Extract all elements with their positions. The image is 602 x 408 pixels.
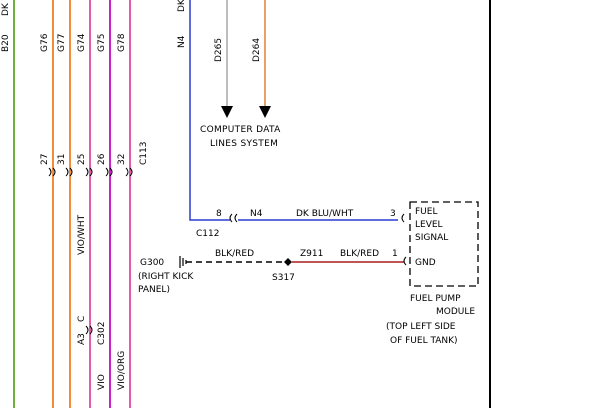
signal-circuit-label: N4 — [250, 209, 263, 219]
module-signal-chevron — [401, 213, 405, 223]
label-g75: G75 — [97, 34, 107, 52]
label-dk-left: DK — [1, 2, 11, 16]
label-g77: G77 — [57, 34, 67, 52]
ground-color-left: BLK/RED — [215, 249, 254, 259]
label-n4-vertical: N4 — [177, 35, 187, 48]
splice-s317 — [284, 258, 292, 266]
connector-c112-chevrons — [229, 213, 238, 223]
computer-data-label-1: COMPUTER DATA — [200, 125, 281, 135]
module-location-2: OF FUEL TANK) — [390, 336, 458, 346]
ground-color-right: BLK/RED — [340, 249, 379, 259]
module-location-1: (TOP LEFT SIDE — [386, 322, 456, 332]
pin-32: 32 — [117, 154, 127, 165]
module-pin-fuel: FUEL — [415, 207, 437, 217]
ground-circuit-label: Z911 — [300, 249, 323, 259]
module-pin-level: LEVEL — [415, 220, 443, 230]
label-g76: G76 — [40, 33, 50, 52]
pin-26: 26 — [97, 153, 107, 165]
ground-location-2: PANEL) — [138, 285, 170, 295]
connector-c113: 27 31 25 26 32 C113 — [40, 142, 149, 177]
signal-pin-left: 8 — [216, 209, 222, 219]
pin-27: 27 — [40, 154, 50, 165]
ground-symbol — [179, 256, 187, 268]
label-d264: D264 — [252, 38, 262, 62]
module-name-2: MODULE — [436, 307, 475, 317]
fuel-pump-module-box[interactable] — [409, 201, 479, 287]
label-g74: G74 — [77, 33, 87, 52]
module-gnd-chevron — [403, 256, 407, 266]
module-pin-signal: SIGNAL — [415, 233, 448, 243]
ground-pin: 1 — [392, 249, 398, 259]
ground-location-1: (RIGHT KICK — [138, 272, 194, 282]
arrow-d264 — [259, 106, 271, 118]
connector-c112-label: C112 — [196, 229, 219, 239]
wire-n4-vertical[interactable] — [189, 0, 230, 221]
arrow-d265 — [221, 106, 233, 118]
pin-31: 31 — [57, 154, 67, 165]
label-c302: C302 — [97, 322, 107, 345]
signal-pin-right: 3 — [390, 209, 396, 219]
pin-25: 25 — [77, 154, 87, 165]
label-vio-wht: VIO/WHT — [77, 214, 87, 255]
connector-c302-chevrons — [85, 325, 93, 335]
signal-color-label: DK BLU/WHT — [296, 209, 354, 219]
label-d265: D265 — [214, 38, 224, 62]
label-a3: A3 — [77, 333, 87, 345]
label-g78: G78 — [117, 33, 127, 52]
label-c: C — [77, 316, 87, 322]
connector-c113-label: C113 — [139, 142, 149, 165]
label-n4-top-dk: DK — [177, 0, 187, 12]
label-b20: B20 — [1, 34, 11, 52]
label-vio-org: VIO/ORG — [117, 351, 127, 390]
ground-g300-label: G300 — [140, 258, 164, 268]
label-vio: VIO — [97, 374, 107, 390]
left-wire-bundle — [13, 0, 131, 408]
splice-s317-label: S317 — [272, 273, 295, 283]
module-name-1: FUEL PUMP — [410, 294, 461, 304]
computer-data-label-2: LINES SYSTEM — [210, 139, 278, 149]
module-pin-gnd: GND — [415, 258, 436, 268]
